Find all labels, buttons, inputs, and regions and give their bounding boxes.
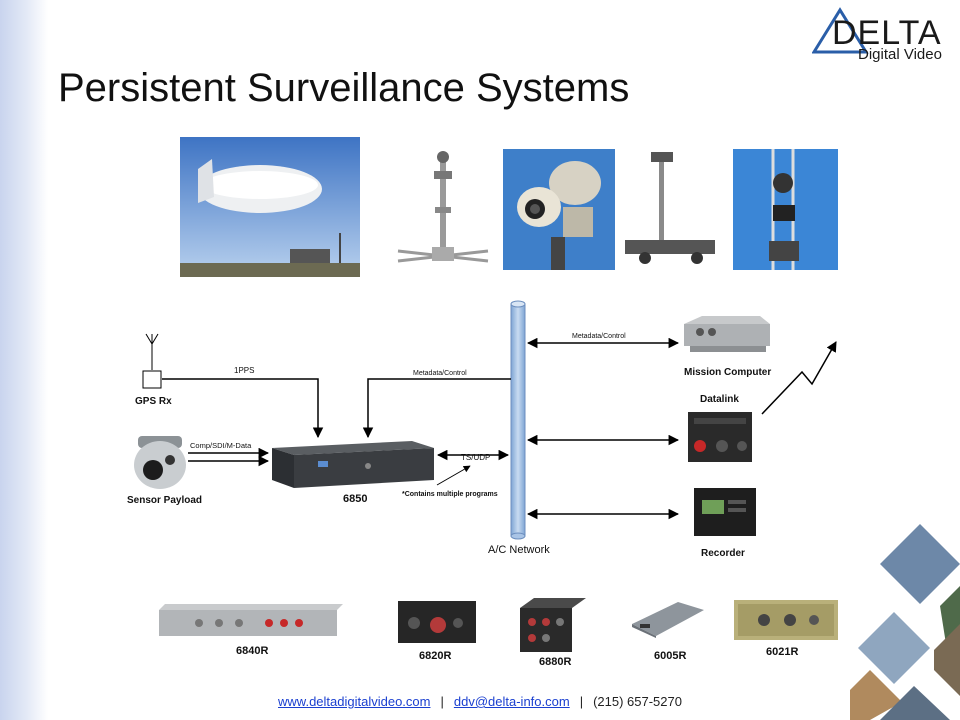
logo-triangle-icon bbox=[812, 7, 869, 54]
logo-word: DELTA bbox=[832, 14, 942, 52]
page-title: Persistent Surveillance Systems bbox=[58, 66, 630, 110]
delta-logo: DELTA Digital Video bbox=[812, 6, 952, 64]
product-label-6021r: 6021R bbox=[766, 646, 799, 658]
network-label: A/C Network bbox=[488, 544, 550, 556]
pps-label: 1PPS bbox=[234, 366, 254, 375]
product-6840r-image bbox=[159, 602, 343, 636]
diamond-mosaic bbox=[850, 524, 960, 720]
aerostat-photo bbox=[180, 137, 360, 277]
antenna-icon bbox=[145, 333, 159, 370]
metadata-left-label: Metadata/Control bbox=[413, 370, 467, 377]
product-label-6840r: 6840R bbox=[236, 645, 269, 657]
wireless-link-arrow bbox=[761, 341, 837, 415]
footer: www.deltadigitalvideo.com | ddv@delta-info… bbox=[0, 694, 960, 709]
mast-photo bbox=[388, 147, 498, 272]
mission-label: Mission Computer bbox=[684, 367, 771, 378]
note-pointer bbox=[436, 465, 471, 486]
sensor-label: Sensor Payload bbox=[127, 495, 202, 506]
gps-label: GPS Rx bbox=[135, 396, 172, 407]
recorder-icon bbox=[694, 488, 756, 536]
note-label: *Contains multiple programs bbox=[402, 491, 498, 498]
product-label-6880r: 6880R bbox=[539, 656, 572, 668]
tower-camera-photo bbox=[733, 149, 838, 270]
device-label: 6850 bbox=[343, 493, 367, 505]
metadata-top-label: Metadata/Control bbox=[572, 333, 626, 340]
left-gradient-band bbox=[0, 0, 48, 720]
footer-separator: | bbox=[579, 694, 584, 709]
product-6820r-image bbox=[398, 601, 476, 643]
datalink-label: Datalink bbox=[700, 394, 739, 405]
email-link[interactable]: ddv@delta-info.com bbox=[453, 694, 570, 709]
pps-line bbox=[162, 378, 324, 439]
ac-network-tube bbox=[510, 300, 526, 540]
encoder-6850-icon bbox=[272, 441, 434, 488]
footer-separator: | bbox=[440, 694, 444, 709]
sensor-turret-photo bbox=[503, 149, 616, 270]
sensor-payload-icon bbox=[134, 436, 186, 489]
phone-number: (215) 657-5270 bbox=[593, 694, 682, 709]
product-label-6820r: 6820R bbox=[419, 650, 452, 662]
mission-computer-icon bbox=[684, 316, 770, 352]
recorder-label: Recorder bbox=[701, 548, 745, 559]
product-label-6005r: 6005R bbox=[654, 650, 687, 662]
product-6021r-image bbox=[734, 600, 838, 640]
logo-subtitle: Digital Video bbox=[858, 46, 942, 63]
gps-receiver-box bbox=[142, 370, 162, 389]
website-link[interactable]: www.deltadigitalvideo.com bbox=[278, 694, 431, 709]
product-6005r-image bbox=[632, 600, 704, 638]
trailer-mast-photo bbox=[615, 148, 725, 270]
comp-sdi-label: Comp/SDI/M-Data bbox=[190, 441, 252, 450]
datalink-icon bbox=[688, 412, 752, 462]
product-6880r-image bbox=[520, 598, 586, 652]
metadata-control-line-left bbox=[362, 378, 511, 439]
ts-udp-label: TS/UDP bbox=[461, 453, 490, 462]
